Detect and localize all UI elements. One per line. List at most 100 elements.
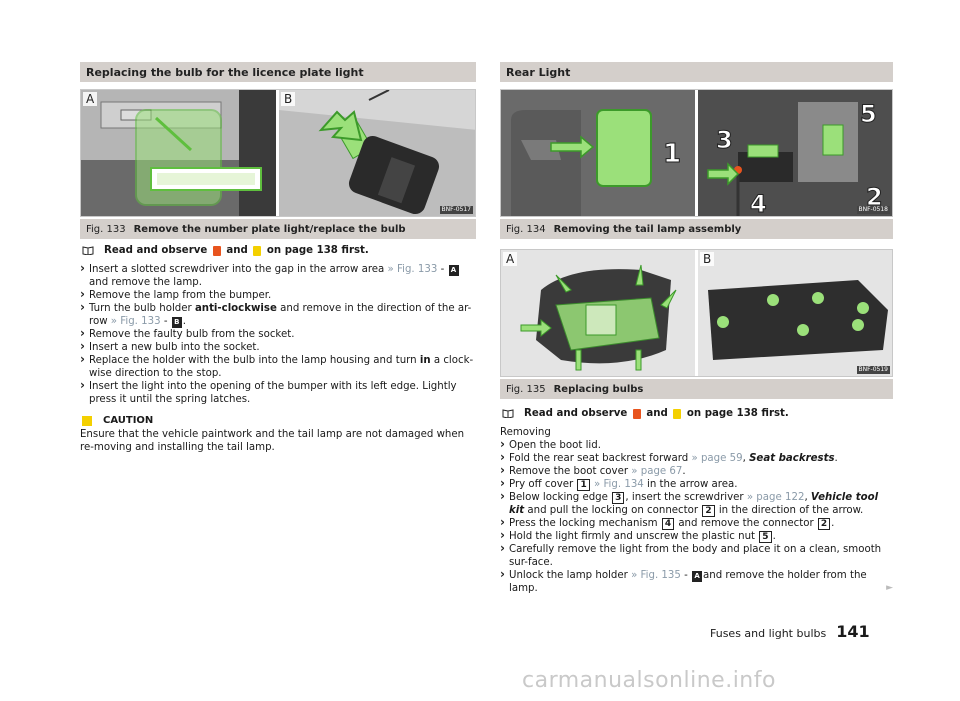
figure-title: Remove the number plate light/replace th… — [133, 223, 406, 235]
figure-title: Removing the tail lamp assembly — [553, 223, 742, 235]
step-text: Insert a slotted screwdriver into the ga… — [89, 264, 388, 275]
step-text: . — [682, 466, 686, 477]
step-text: Replace the holder with the bulb into th… — [89, 355, 420, 366]
panel-divider — [276, 90, 279, 216]
panel-label-a: A — [503, 252, 518, 266]
figure-panel-left: 1 — [501, 90, 695, 216]
figure-caption: Fig. 135 Replacing bulbs — [500, 379, 893, 399]
list-item: Remove the boot cover » page 67. — [500, 464, 893, 478]
cross-reference-link[interactable]: » page 67 — [631, 466, 683, 477]
step-text: Turn the bulb holder — [89, 303, 195, 314]
note-text-mid: and — [226, 245, 248, 256]
step-text: and remove in the direction of the ar-ro… — [89, 303, 472, 327]
list-item: Turn the bulb holder anti-clockwise and … — [80, 301, 476, 328]
figure-title: Replacing bulbs — [553, 383, 644, 395]
step-text: Fold the rear seat backrest forward — [509, 453, 692, 464]
connector-illustration: 3 4 2 5 — [698, 90, 892, 216]
list-item: Fold the rear seat backrest forward » pa… — [500, 451, 893, 465]
list-item: Remove the faulty bulb from the socket. — [80, 327, 476, 341]
panel-label-a: A — [83, 92, 98, 106]
cross-reference-link[interactable]: » Fig. 135 — [631, 570, 681, 581]
figure-panel-a — [81, 90, 276, 216]
panel-label-b: B — [281, 92, 296, 106]
step-text: Remove the lamp from the bumper. — [89, 290, 272, 301]
instruction-list: Open the boot lid.Fold the rear seat bac… — [500, 438, 893, 595]
step-text: Open the boot lid. — [509, 440, 601, 451]
cross-reference-link[interactable]: » Fig. 134 — [590, 479, 644, 490]
callout-number: 2 — [702, 505, 715, 517]
step-text: and pull the locking on connector — [524, 505, 702, 516]
step-text: , — [804, 492, 811, 503]
instruction-list: Insert a slotted screwdriver into the ga… — [80, 262, 476, 406]
step-text: . — [834, 453, 838, 464]
book-icon — [502, 409, 514, 418]
step-text: Below locking edge — [509, 492, 612, 503]
figure-caption: Fig. 133 Remove the number plate light/r… — [80, 219, 476, 239]
step-text: Hold the light firmly and unscrew the pl… — [509, 531, 759, 542]
read-observe-note: Read and observe and on page 138 first. — [80, 245, 476, 256]
cross-reference-link[interactable]: » Fig. 133 — [387, 264, 438, 275]
figure-135: A B BNF-0519 — [500, 249, 893, 377]
book-icon — [82, 246, 94, 255]
list-item: Insert a new bulb into the socket. — [80, 340, 476, 354]
step-text: Remove the faulty bulb from the socket. — [89, 329, 295, 340]
note-text-pre: Read and observe — [524, 408, 628, 419]
figure-134: 1 3 4 2 5 BNF-0518 — [500, 89, 893, 217]
step-text: Pry off cover — [509, 479, 577, 490]
figure-panel-a — [501, 250, 695, 376]
continue-arrow-icon: ► — [886, 583, 893, 593]
caution-icon — [253, 245, 262, 256]
figure-code: BNF-0517 — [439, 206, 473, 214]
callout-2: 2 — [866, 183, 883, 211]
bulb-holder-illustration — [279, 90, 475, 216]
list-item: Below locking edge 3, insert the screwdr… — [500, 490, 893, 517]
callout-number: 5 — [759, 531, 772, 543]
callout-1: 1 — [663, 139, 681, 169]
figure-number: Fig. 133 — [86, 223, 126, 235]
figure-number: Fig. 134 — [506, 223, 546, 235]
watermark: carmanualsonline.info — [522, 668, 776, 693]
callout-number: 4 — [661, 518, 675, 530]
step-text: Unlock the lamp holder — [509, 570, 632, 581]
step-text: , — [742, 453, 750, 464]
trunk-illustration: 1 — [501, 90, 695, 216]
cross-reference-link[interactable]: » page 122 — [746, 492, 805, 503]
list-item: Hold the light firmly and unscrew the pl… — [500, 529, 893, 543]
cross-reference-link[interactable]: » page 59 — [691, 453, 743, 464]
callout-number: 1 — [577, 479, 590, 491]
page-footer: Fuses and light bulbs 141 — [710, 622, 870, 641]
panel-divider — [695, 90, 698, 216]
page-number: 141 — [836, 622, 870, 641]
step-text: in the arrow area. — [643, 479, 738, 490]
step-text: . — [772, 531, 776, 542]
figure-number: Fig. 135 — [506, 383, 546, 395]
note-text-mid: and — [646, 408, 668, 419]
list-item: Remove the lamp from the bumper. — [80, 288, 476, 302]
section-title: Replacing the bulb for the licence plate… — [80, 62, 476, 82]
section-title: Rear Light — [500, 62, 893, 82]
list-item: Insert the light into the opening of the… — [80, 379, 476, 406]
read-observe-note: Read and observe and on page 138 first. — [500, 408, 893, 419]
note-text-post: on page 138 first. — [686, 408, 789, 419]
emphasis-text: Vehicle tool kit — [509, 492, 879, 516]
caution-title: CAUTION — [103, 415, 154, 426]
step-text: - — [160, 316, 171, 327]
left-column: Replacing the bulb for the licence plate… — [80, 62, 476, 454]
cross-reference-link[interactable]: » Fig. 133 — [110, 316, 161, 327]
step-text: in the direction of the arrow. — [715, 505, 864, 516]
caution-text: Ensure that the vehicle paintwork and th… — [80, 429, 465, 453]
figure-code: BNF-0519 — [856, 366, 890, 374]
bumper-illustration — [81, 90, 276, 216]
lamp-rear-illustration — [698, 250, 892, 376]
panel-ref: B — [171, 317, 182, 328]
caution-heading: CAUTION — [80, 415, 476, 426]
step-text: Press the locking mechanism — [509, 518, 661, 529]
step-text: , insert the screwdriver — [625, 492, 747, 503]
note-text-post: on page 138 first. — [266, 245, 369, 256]
list-item: Open the boot lid. — [500, 438, 893, 452]
figure-panel-b — [279, 90, 475, 216]
warning-icon — [212, 245, 221, 256]
step-text: Insert a new bulb into the socket. — [89, 342, 260, 353]
step-text: and remove the connector — [675, 518, 817, 529]
step-text: Insert the light into the opening of the… — [89, 381, 457, 405]
